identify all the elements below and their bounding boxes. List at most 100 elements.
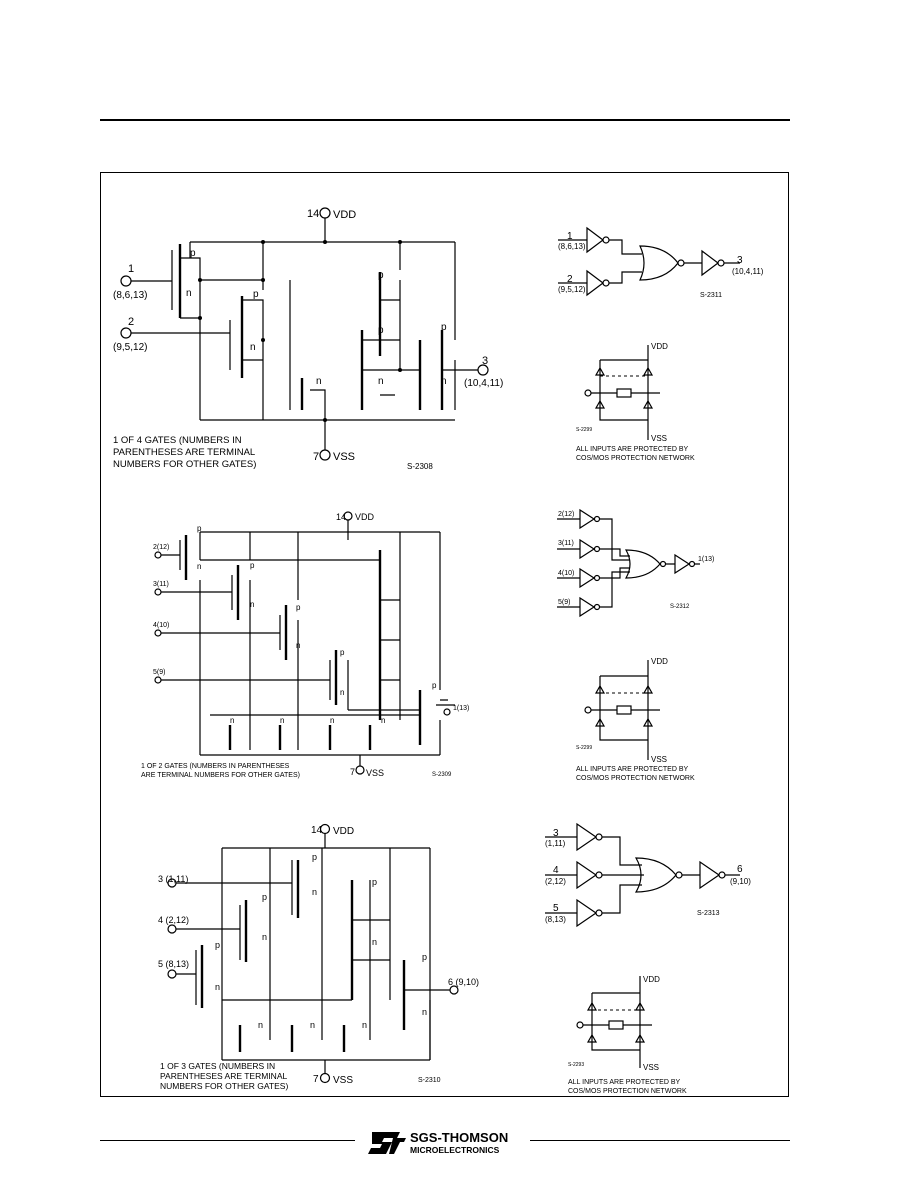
prot-vss: VSS — [651, 755, 667, 764]
svg-text:n: n — [340, 688, 344, 697]
logic-in-4: 4 — [553, 865, 559, 876]
prot-code: S-2293 — [568, 1062, 584, 1068]
logic-in-5: 5 — [553, 903, 559, 914]
output-1-terminal[interactable] — [443, 708, 451, 716]
diagram-3-transistor-schematic: 14 VDD 3 (1,11) 4 (2,12) 5 (8,13) pn pn … — [158, 823, 479, 1091]
prot-vdd: VDD — [651, 342, 668, 351]
prot-note-2: COS/MOS PROTECTION NETWORK — [568, 1088, 687, 1095]
vdd-label: VDD — [333, 209, 356, 221]
svg-text:p: p — [422, 952, 427, 962]
logic-code: S-2313 — [697, 910, 720, 917]
input-3-label: 3(11) — [153, 581, 169, 588]
svg-text:n: n — [362, 1020, 367, 1030]
input-4-label: 4 (2,12) — [158, 915, 189, 925]
diagram-1-protection-network: VDD VSS S-2299 ALL INPUTS ARE PROTECTED … — [576, 342, 695, 462]
sgs-thomson-logo: SGS-THOMSON MICROELECTRONICS — [366, 1128, 526, 1156]
input-1-terminal[interactable] — [120, 275, 132, 287]
svg-text:n: n — [258, 1020, 263, 1030]
input-4-label: 4(10) — [153, 622, 169, 629]
prot-note-2: COS/MOS PROTECTION NETWORK — [576, 775, 695, 782]
input-5-label: 5(9) — [153, 669, 165, 676]
logic-in-2-alt: (9,5,12) — [558, 285, 586, 294]
prot-vdd: VDD — [651, 657, 668, 666]
svg-text:n: n — [296, 641, 300, 650]
figure-code: S-2309 — [432, 772, 452, 778]
output-6-label: 6 (9,10) — [448, 977, 479, 987]
input-1-alt: (8,6,13) — [113, 290, 147, 301]
svg-text:p: p — [312, 852, 317, 862]
logic-in-2: 2 — [567, 274, 573, 285]
svg-text:n: n — [250, 342, 256, 353]
svg-text:n: n — [372, 937, 377, 947]
input-5-terminal[interactable] — [154, 676, 162, 684]
svg-text:p: p — [441, 322, 447, 333]
input-3-terminal[interactable] — [154, 588, 162, 596]
logic-in-1: 1 — [567, 231, 573, 242]
note-line-1: 1 OF 3 GATES (NUMBERS IN — [160, 1061, 275, 1071]
prot-code: S-2299 — [576, 427, 592, 433]
vss-terminal — [355, 765, 365, 775]
logic-code: S-2312 — [670, 604, 690, 610]
footer-rule-left — [100, 1140, 355, 1142]
note-line-1: 1 OF 2 GATES (NUMBERS IN PARENTHESES — [141, 763, 290, 770]
logic-out-alt: (10,4,11) — [732, 267, 764, 276]
svg-text:p: p — [190, 248, 196, 259]
note-line-2: PARENTHESES ARE TERMINAL — [160, 1071, 287, 1081]
output-3-label: 3 — [482, 355, 488, 367]
vss-pin-number: 7 — [313, 451, 319, 463]
schematic-frame — [100, 172, 789, 1097]
prot-note-1: ALL INPUTS ARE PROTECTED BY — [576, 766, 688, 773]
note-line-3: NUMBERS FOR OTHER GATES) — [160, 1081, 288, 1091]
svg-text:p: p — [262, 892, 267, 902]
vdd-terminal — [319, 207, 331, 219]
diagram-1-transistor-schematic: 14 VDD 1 (8,6,13) 2 (9,5,12) pn pn pp pn… — [113, 207, 503, 471]
svg-text:n: n — [441, 376, 447, 387]
svg-text:p: p — [378, 270, 384, 281]
svg-text:n: n — [186, 288, 192, 299]
svg-text:p: p — [215, 940, 220, 950]
vss-pin-number: 7 — [350, 767, 355, 777]
logic-in-3: 3 — [553, 828, 559, 839]
svg-text:n: n — [230, 716, 234, 725]
diagram-2-logic-symbol: 2(12) 3(11) 4(10) 5(9) 1(13) S-2312 — [557, 508, 714, 618]
diagram-2-protection-network: VDD VSS S-2299 ALL INPUTS ARE PROTECTED … — [576, 657, 695, 782]
input-2-alt: (9,5,12) — [113, 342, 147, 353]
logic-out: 6 — [737, 864, 743, 875]
svg-text:p: p — [378, 325, 384, 336]
vdd-label: VDD — [355, 512, 375, 522]
vdd-pin-number: 14 — [307, 208, 319, 220]
prot-vss: VSS — [651, 434, 667, 443]
input-4-terminal[interactable] — [154, 629, 162, 637]
logo-subtitle: MICROELECTRONICS — [410, 1145, 500, 1155]
svg-text:n: n — [316, 376, 322, 387]
input-4-terminal[interactable] — [167, 924, 177, 934]
logic-out-alt: (9,10) — [730, 877, 751, 886]
input-2-label: 2(12) — [153, 544, 169, 551]
input-2-terminal[interactable] — [120, 327, 132, 339]
figure-code: S-2310 — [418, 1077, 441, 1084]
svg-text:n: n — [250, 600, 254, 609]
svg-text:p: p — [372, 877, 377, 887]
input-1-label: 1 — [128, 263, 134, 275]
input-5-terminal[interactable] — [167, 969, 177, 979]
vss-terminal — [319, 449, 331, 461]
svg-text:n: n — [197, 562, 201, 571]
logo-brand: SGS-THOMSON — [410, 1130, 508, 1145]
vss-label: VSS — [333, 451, 355, 463]
footer-rule-right — [530, 1140, 790, 1142]
diagram-3-protection-network: VDD VSS S-2293 ALL INPUTS ARE PROTECTED … — [568, 975, 687, 1095]
svg-text:n: n — [310, 1020, 315, 1030]
diagram-3-logic-symbol: 3 (1,11) 4 (2,12) 5 (8,13) 6 (9,10) S-23… — [545, 822, 751, 928]
note-line-2: PARENTHESES ARE TERMINAL — [113, 447, 255, 458]
vdd-label: VDD — [333, 826, 354, 837]
prot-code: S-2299 — [576, 745, 592, 751]
output-3-terminal[interactable] — [477, 364, 489, 376]
prot-note-2: COS/MOS PROTECTION NETWORK — [576, 455, 695, 462]
svg-text:p: p — [340, 648, 345, 657]
input-2-label: 2 — [128, 316, 134, 328]
output-1-label: 1(13) — [453, 705, 469, 712]
output-6-terminal[interactable] — [449, 985, 459, 995]
input-2-terminal[interactable] — [154, 551, 162, 559]
logic-in-d: 5(9) — [558, 599, 570, 606]
figure-code: S-2308 — [407, 462, 433, 471]
